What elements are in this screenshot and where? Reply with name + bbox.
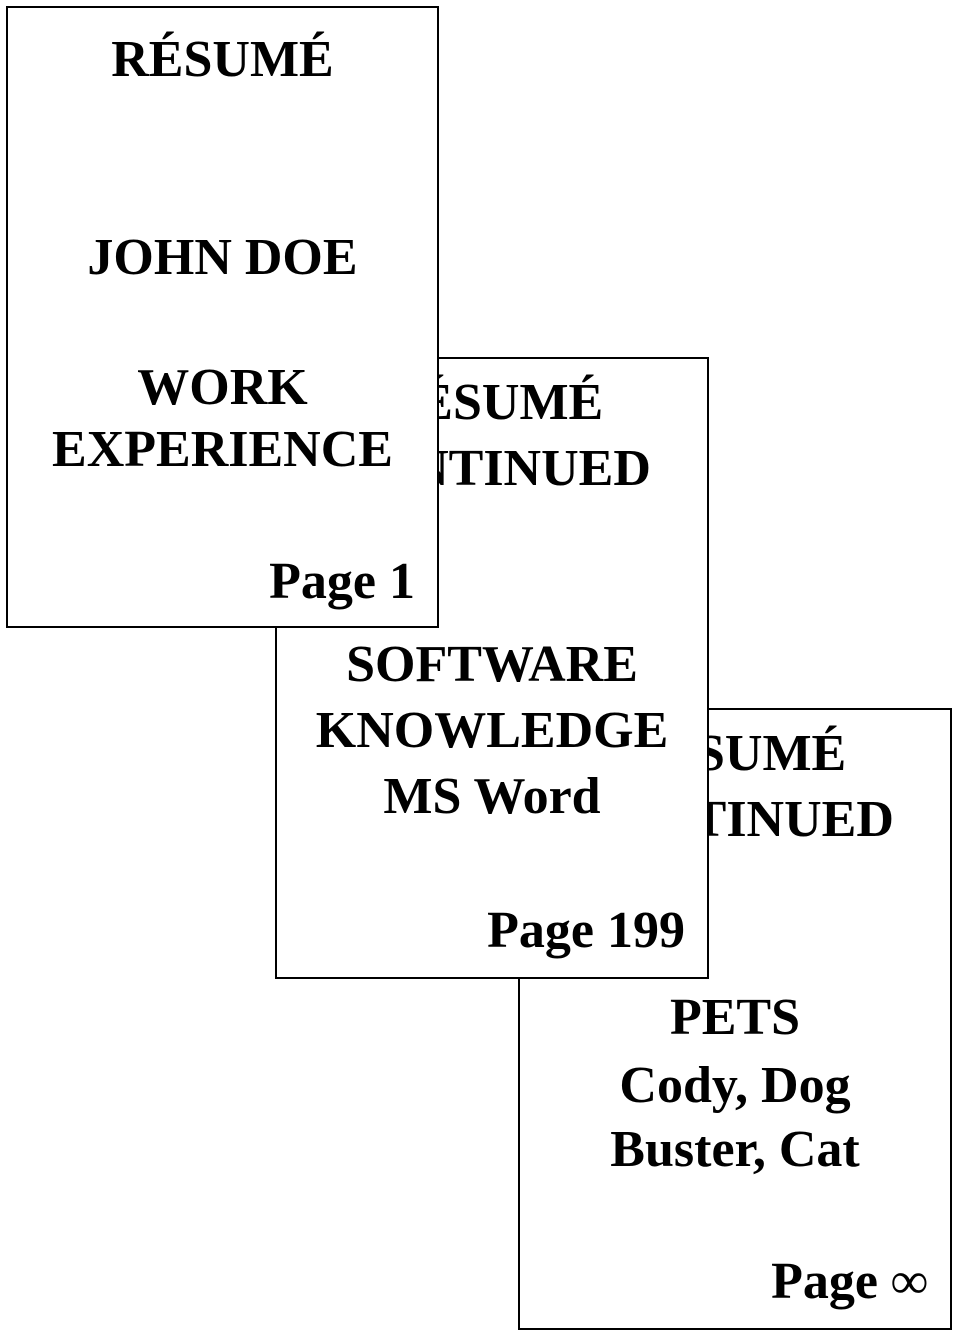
section-heading-line1: WORK — [137, 359, 308, 416]
section-item-1: Cody, Dog — [619, 1057, 851, 1114]
section-heading-line1: SOFTWARE — [346, 636, 638, 693]
section-item-2: Buster, Cat — [610, 1121, 860, 1178]
page-number: Page 199 — [487, 902, 685, 959]
page-number: Page ∞ — [771, 1253, 928, 1310]
section-item: MS Word — [383, 768, 601, 825]
page-title: RÉSUMÉ — [111, 31, 334, 88]
resume-page-1: RÉSUMÉ JOHN DOE WORK EXPERIENCE Page 1 — [6, 6, 439, 628]
section-heading-line2: KNOWLEDGE — [315, 702, 669, 759]
person-name: JOHN DOE — [87, 229, 358, 286]
section-heading: PETS — [669, 989, 801, 1046]
page-number: Page 1 — [269, 553, 415, 610]
resume-page-infinity: RÉSUMÉ CONTINUED PETS Cody, Dog Buster, … — [518, 708, 952, 1330]
section-heading-line2: EXPERIENCE — [52, 421, 393, 478]
